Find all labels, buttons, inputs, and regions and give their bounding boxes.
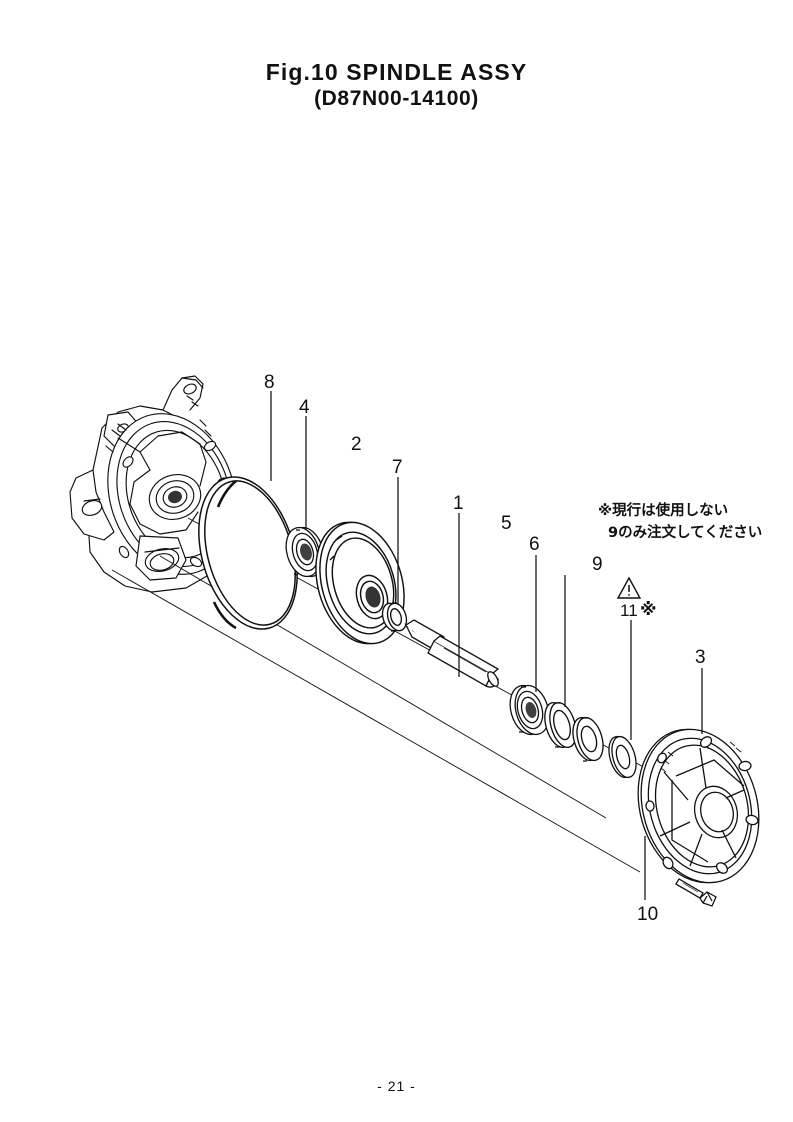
figure-title: Fig.10 SPINDLE ASSY [265,59,528,85]
callout-6: 6 [529,534,540,555]
part-2-impeller-graphic [315,521,405,645]
page-number: - 21 - [377,1078,416,1094]
callout-4: 4 [299,397,310,418]
figure-title-block: Fig.10 SPINDLE ASSY (D87N00-14100) [0,58,793,112]
part-5-bearing-graphic [509,684,550,736]
figure-part-number: (D87N00-14100) [314,87,479,111]
callout-10: 10 [637,904,659,925]
assembly-centerline [111,517,661,873]
part-8-o-ring-graphic [198,476,298,630]
part-11-shim-graphic [608,735,637,779]
part-7-collar-graphic [381,602,408,632]
reference-mark-icon: ※ [640,600,657,620]
part-1-spindle-shaft-graphic [404,619,500,688]
part-9-washer-graphic [572,716,604,762]
callout-1: 1 [453,493,464,514]
part-6-retaining-ring-graphic [544,701,577,749]
callout-11: 11 [620,601,638,620]
part-10-bolt-graphic [675,878,717,907]
callout-5: 5 [501,513,512,534]
usage-note: ※現行は使用しない 9のみ注文してください [598,500,788,545]
callout-3: 3 [695,647,706,668]
part-housing-graphic [69,375,239,593]
warning-triangle-icon [616,576,642,599]
callout-leader-lines [270,391,703,900]
part-3-end-cover-graphic [637,728,760,884]
callout-8: 8 [264,372,275,393]
usage-note-line-2: 9のみ注文してください [608,525,763,542]
part-4-bearing-graphic [285,526,325,578]
callout-9: 9 [592,554,603,575]
callout-2: 2 [351,434,362,455]
usage-note-line-1: ※現行は使用しない [598,503,729,519]
callout-7: 7 [392,457,403,478]
